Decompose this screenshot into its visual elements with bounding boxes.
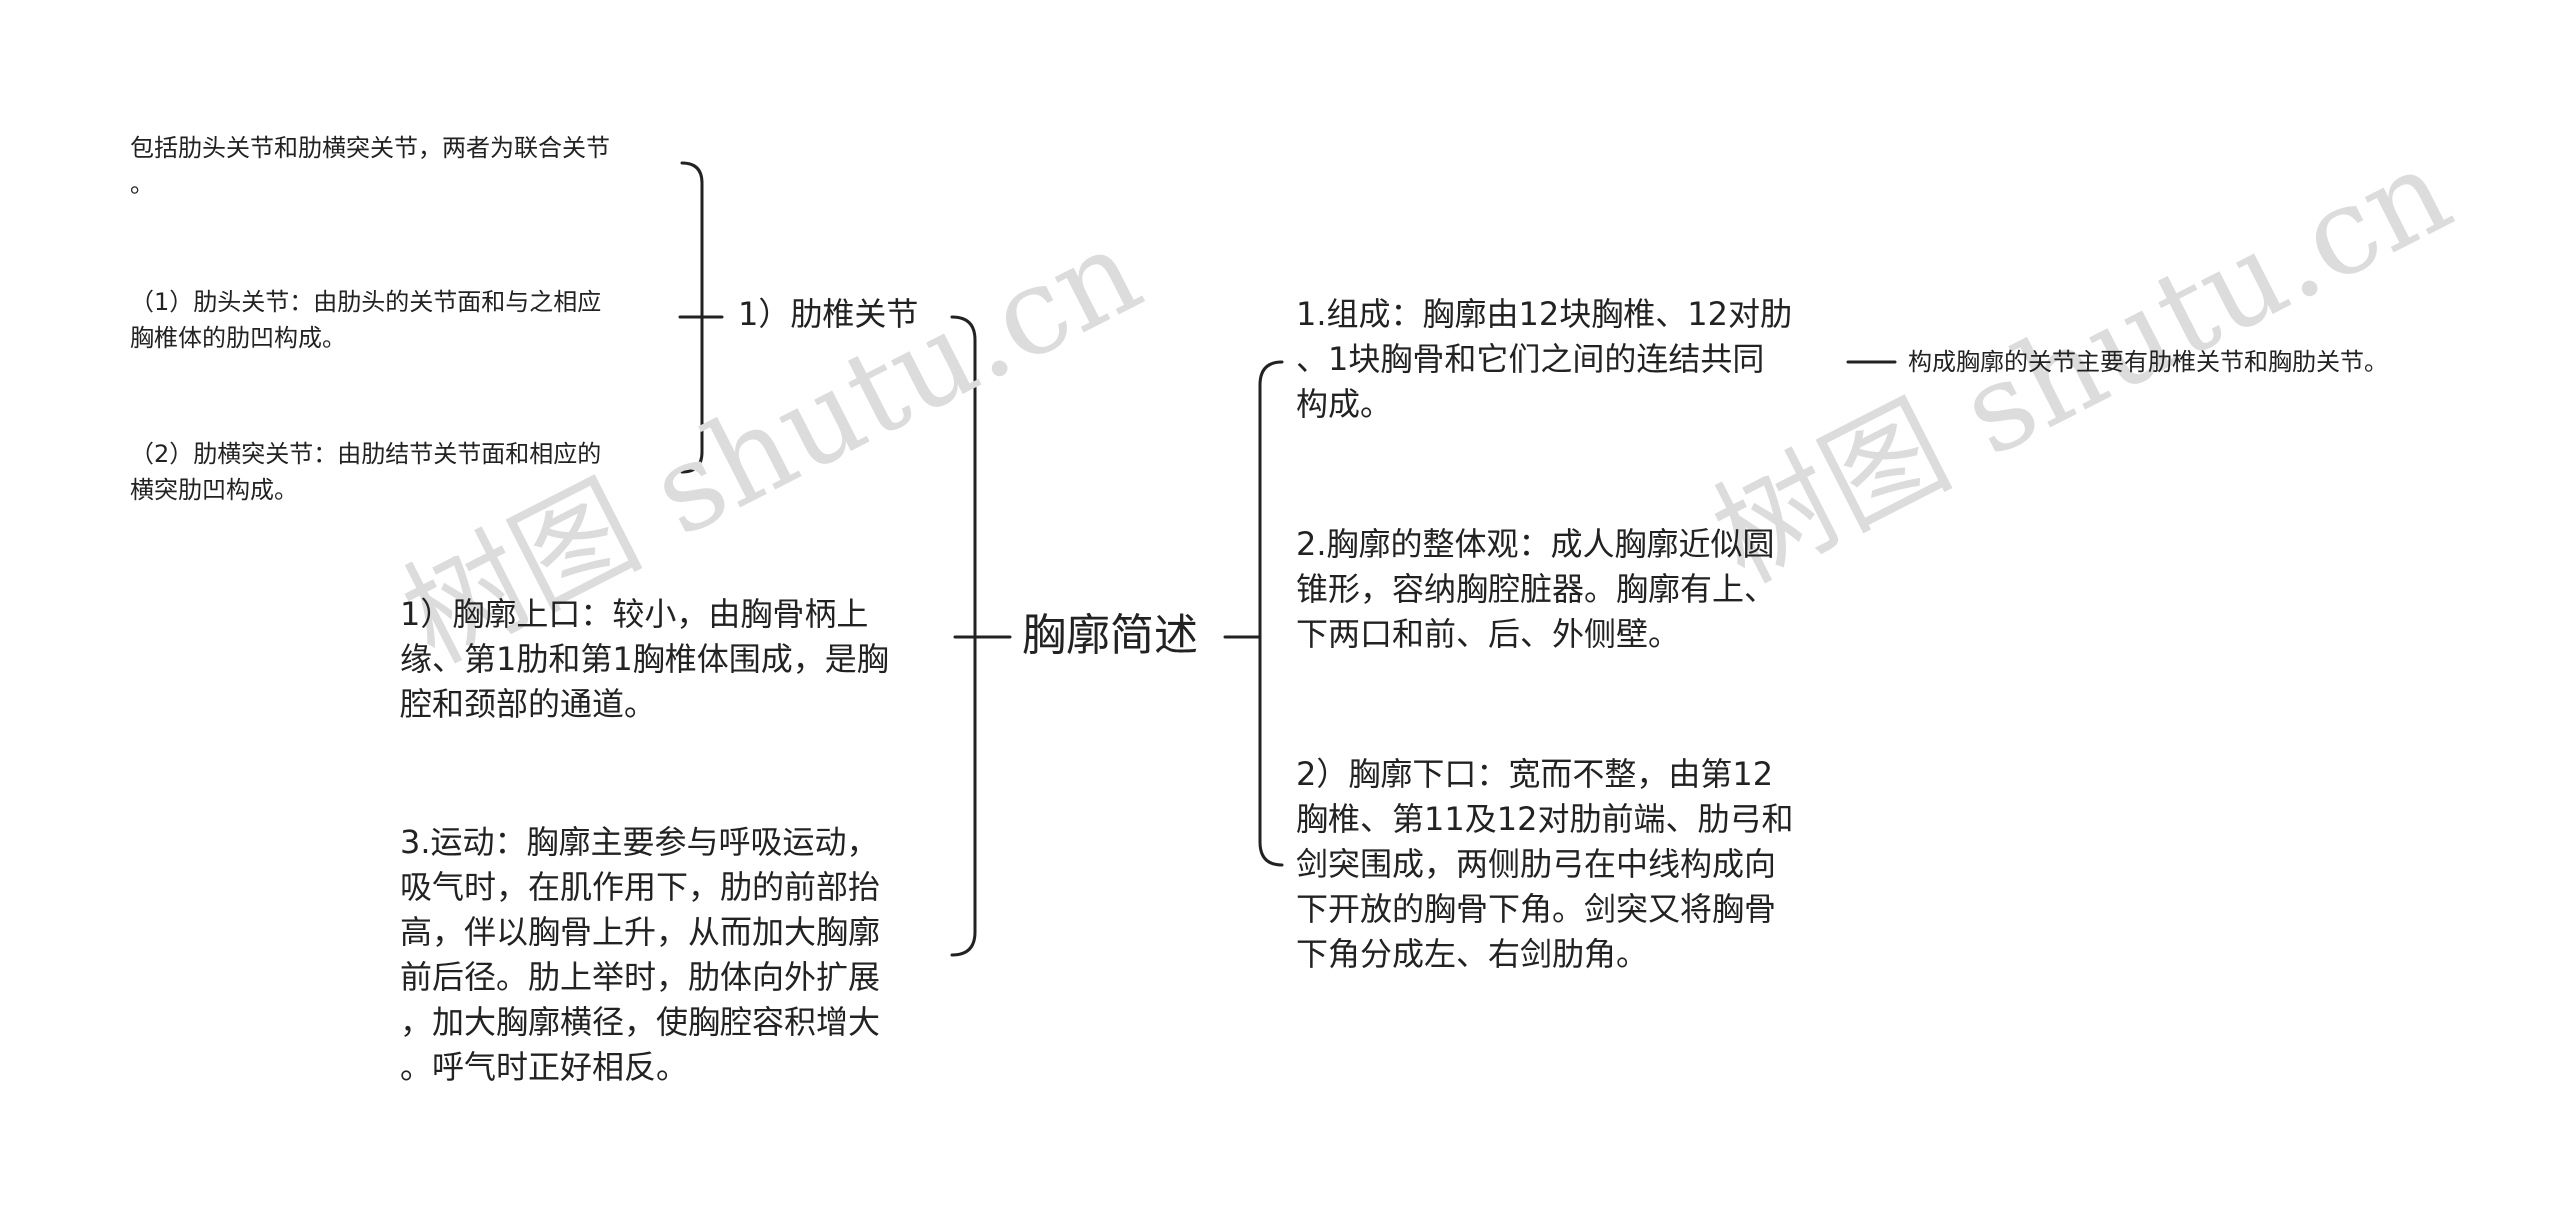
root-node[interactable]: 胸廓简述 [1022, 610, 1198, 661]
bracket-right-main [1248, 360, 1284, 867]
node-movement[interactable]: 3.运动：胸廓主要参与呼吸运动， 吸气时，在肌作用下，肋的前部抬 高，伴以胸骨上… [400, 823, 881, 1086]
node-composition-note[interactable]: 构成胸廓的关节主要有肋椎关节和胸肋关节。 [1908, 348, 2388, 376]
node-joint-detail-2[interactable]: （1）肋头关节：由肋头的关节面和与之相应 胸椎体的肋凹构成。 [130, 288, 602, 352]
node-composition[interactable]: 1.组成：胸廓由12块胸椎、12对肋 、1块胸骨和它们之间的连结共同 构成。 [1296, 295, 1792, 423]
node-rib-vertebral-joint[interactable]: 1）肋椎关节 [738, 295, 919, 333]
bracket-joint [680, 161, 704, 474]
node-joint-detail-3[interactable]: （2）肋横突关节：由肋结节关节面和相应的 横突肋凹构成。 [130, 440, 602, 504]
node-upper-aperture[interactable]: 1）胸廓上口：较小，由胸骨柄上 缘、第1肋和第1胸椎体围成，是胸 腔和颈部的通道… [400, 595, 889, 723]
node-joint-detail-1[interactable]: 包括肋头关节和肋横突关节，两者为联合关节 。 [130, 134, 610, 198]
node-lower-aperture[interactable]: 2）胸廓下口：宽而不整，由第12 胸椎、第11及12对肋前端、肋弓和 剑突围成，… [1296, 755, 1794, 973]
node-overall-view[interactable]: 2.胸廓的整体观：成人胸廓近似圆 锥形，容纳胸腔脏器。胸廓有上、 下两口和前、后… [1296, 525, 1777, 653]
